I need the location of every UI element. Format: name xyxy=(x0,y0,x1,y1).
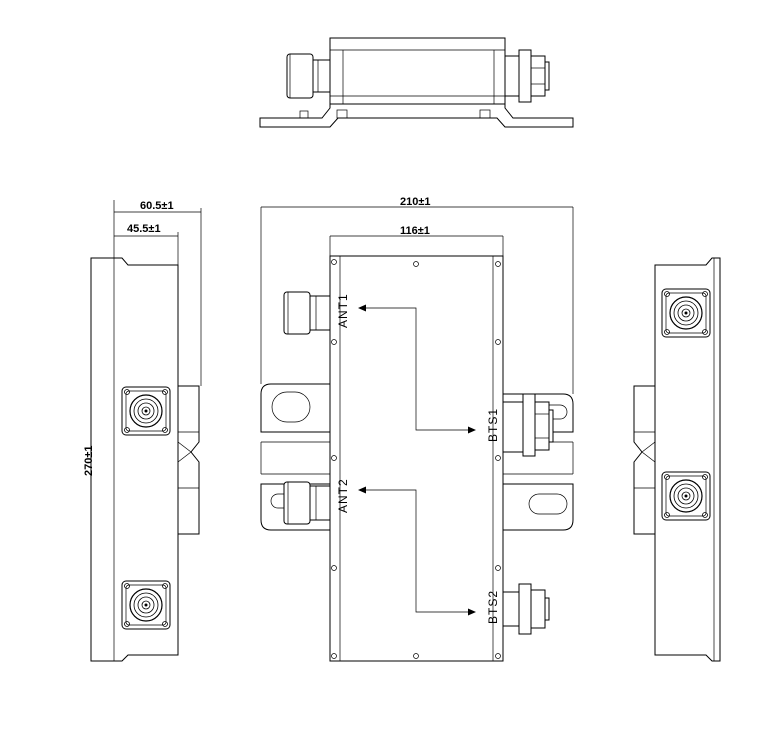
dim-depth-inner: 45.5±1 xyxy=(127,223,161,235)
right-side-flange-upper xyxy=(661,288,711,338)
right-side-flange-lower xyxy=(661,471,711,521)
dim-width-total: 210±1 xyxy=(400,196,431,208)
left-side-view xyxy=(90,257,200,662)
screws xyxy=(331,259,501,659)
signal-arrows xyxy=(358,304,476,616)
bts1-label: BTS1 xyxy=(486,408,500,442)
bts1-connector xyxy=(502,393,554,457)
bts2-label: BTS2 xyxy=(486,590,500,624)
flange-connectors xyxy=(121,288,711,630)
dim-height-total: 270±1 xyxy=(83,445,95,476)
ant1-connector xyxy=(283,291,331,335)
bts2-connector xyxy=(502,583,550,635)
ant1-label: ANT1 xyxy=(336,293,350,328)
right-side-view xyxy=(633,257,721,662)
top-view xyxy=(259,37,574,128)
dimension-lines xyxy=(90,200,574,661)
front-view: ANT1 ANT2 BTS1 BTS2 xyxy=(260,255,574,662)
dim-depth-outer: 60.5±1 xyxy=(140,200,174,212)
ant2-connector xyxy=(283,481,331,525)
dim-width-body: 116±1 xyxy=(400,225,430,237)
ant2-label: ANT2 xyxy=(336,478,350,513)
left-side-flange-upper xyxy=(121,386,171,436)
left-side-flange-lower xyxy=(121,580,171,630)
